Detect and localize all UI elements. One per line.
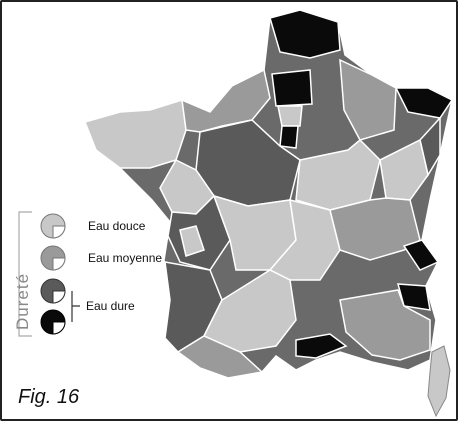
region-provence [339, 289, 431, 361]
legend-symbol-dure [40, 278, 66, 304]
region-champagne [339, 58, 397, 141]
region-charente-west [179, 225, 205, 257]
region-normandie [181, 68, 271, 133]
region-savoie [402, 239, 440, 271]
legend-label-douce: Eau douce [88, 219, 146, 233]
region-languedoc-black [295, 333, 348, 359]
region-bourgogne [295, 138, 381, 211]
region-nord [269, 9, 341, 59]
legend-title: Dureté [13, 272, 32, 330]
region-pyrenees [176, 335, 264, 379]
durete-bracket [18, 211, 32, 337]
region-lorraine [394, 87, 454, 119]
figure-caption: Fig. 16 [18, 386, 80, 408]
region-corse [427, 345, 451, 418]
region-paris-south [279, 125, 299, 149]
region-franche-comte [379, 138, 429, 201]
legend-symbol-douce [40, 213, 66, 239]
legend-bracket [71, 291, 80, 322]
legend-symbol-tres-dure [40, 309, 66, 335]
legend-symbol-moyenne [40, 245, 66, 271]
region-bretagne [84, 99, 187, 169]
legend-label-dure: Eau dure [86, 299, 135, 313]
legend-label-moyenne: Eau moyenne [88, 251, 163, 265]
region-picardie [271, 69, 313, 107]
region-paris [277, 105, 303, 127]
